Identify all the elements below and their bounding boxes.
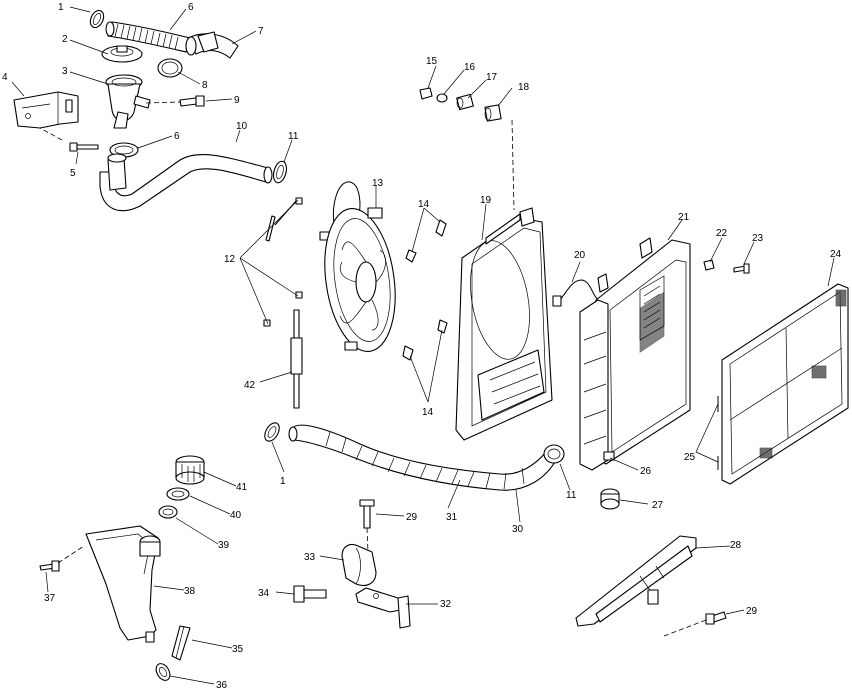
callout-4: 4 [2, 72, 8, 83]
callout-32: 32 [440, 599, 452, 610]
callout-1-lower: 1 [280, 476, 286, 487]
callout-29-upper: 29 [406, 512, 418, 523]
callout-26: 26 [640, 466, 652, 477]
part-13-cooling-fan [319, 181, 396, 353]
callout-28: 28 [730, 540, 742, 551]
part-12-mounting-screws [263, 197, 303, 327]
part-9-screw [179, 95, 205, 107]
callout-39: 39 [218, 540, 230, 551]
callout-12: 12 [224, 254, 236, 265]
callout-31: 31 [446, 512, 458, 523]
part-38-coolant-reservoir [85, 525, 161, 643]
part-19-fan-shroud [455, 207, 553, 441]
part-24-radiator-screen [721, 283, 849, 485]
part-39-seal [158, 505, 178, 519]
part-17-grommet [456, 93, 474, 111]
part-33-cushion [341, 543, 377, 587]
part-37-screw [39, 560, 60, 572]
part-23-screw [733, 263, 750, 274]
callout-36: 36 [216, 680, 228, 689]
callout-3: 3 [62, 66, 68, 77]
callout-2: 2 [62, 34, 68, 45]
callout-11-lower: 11 [566, 490, 577, 501]
callout-29-lower: 29 [746, 606, 758, 617]
callout-17: 17 [486, 72, 498, 83]
part-31-lower-hose [288, 424, 557, 491]
callout-7: 7 [258, 26, 264, 37]
part-18-spacer [484, 104, 502, 122]
callout-15: 15 [426, 56, 438, 67]
part-7-elbow-hose [185, 31, 239, 59]
callout-33: 33 [304, 552, 316, 563]
callout-24: 24 [830, 249, 842, 260]
part-27-grommet [600, 488, 620, 510]
part-20-fan-switch [552, 279, 601, 307]
callout-27: 27 [652, 500, 664, 511]
part-35-vent-hose [171, 625, 191, 661]
part-16-washer [436, 93, 448, 103]
part-3-filler-neck [105, 74, 151, 129]
callout-13: 13 [372, 178, 384, 189]
part-29-bolt-lower [705, 611, 727, 625]
callout-11-upper: 11 [288, 131, 299, 142]
callout-34: 34 [258, 588, 270, 599]
callout-30: 30 [512, 524, 524, 535]
part-40-gasket [166, 487, 190, 501]
callout-21: 21 [678, 212, 690, 223]
callout-16: 16 [464, 62, 476, 73]
part-1-hose-clamp-lower [264, 422, 280, 442]
callout-40: 40 [230, 510, 242, 521]
part-8-hose-clamp [157, 58, 183, 78]
part-11-hose-clamp-upper [272, 160, 288, 184]
callout-5: 5 [70, 168, 76, 179]
callout-37: 37 [44, 593, 56, 604]
part-32-bracket [355, 587, 411, 629]
part-28-support-bracket [575, 535, 697, 627]
callout-8: 8 [202, 80, 208, 91]
part-36-hose-clamp [155, 663, 171, 681]
part-5-bolt [69, 142, 99, 152]
part-15-nut [419, 87, 433, 100]
part-34-bolt [293, 585, 327, 603]
part-42-hose-fitting [290, 309, 303, 409]
part-6-hose-upper [105, 21, 191, 53]
callout-19: 19 [480, 195, 492, 206]
callout-9: 9 [234, 95, 240, 106]
leader-lines [11, 6, 835, 685]
part-1-hose-clamp-top [89, 9, 105, 29]
callout-35: 35 [232, 644, 244, 655]
callout-14-lower: 14 [422, 407, 434, 418]
callout-14-upper: 14 [418, 199, 430, 210]
callout-6-clamp: 6 [174, 131, 180, 142]
part-11-hose-clamp-lower [543, 444, 565, 464]
part-10-hose-lower [99, 153, 273, 212]
callout-1-top: 1 [58, 2, 64, 13]
callout-20: 20 [574, 250, 586, 261]
part-41-reservoir-cap [175, 455, 205, 485]
part-2-radiator-cap [101, 45, 143, 63]
callout-22: 22 [716, 228, 728, 239]
callout-10: 10 [236, 121, 248, 132]
part-4-mounting-bracket [13, 91, 79, 129]
callout-23: 23 [752, 233, 764, 244]
part-21-radiator [579, 237, 691, 471]
callout-25: 25 [684, 452, 696, 463]
callout-6-hose: 6 [188, 2, 194, 13]
callout-38: 38 [184, 586, 196, 597]
callout-18: 18 [518, 82, 530, 93]
part-29-bolt-upper [359, 499, 375, 529]
part-22-nut [703, 259, 715, 271]
callout-42: 42 [244, 380, 256, 391]
callout-41: 41 [236, 482, 248, 493]
